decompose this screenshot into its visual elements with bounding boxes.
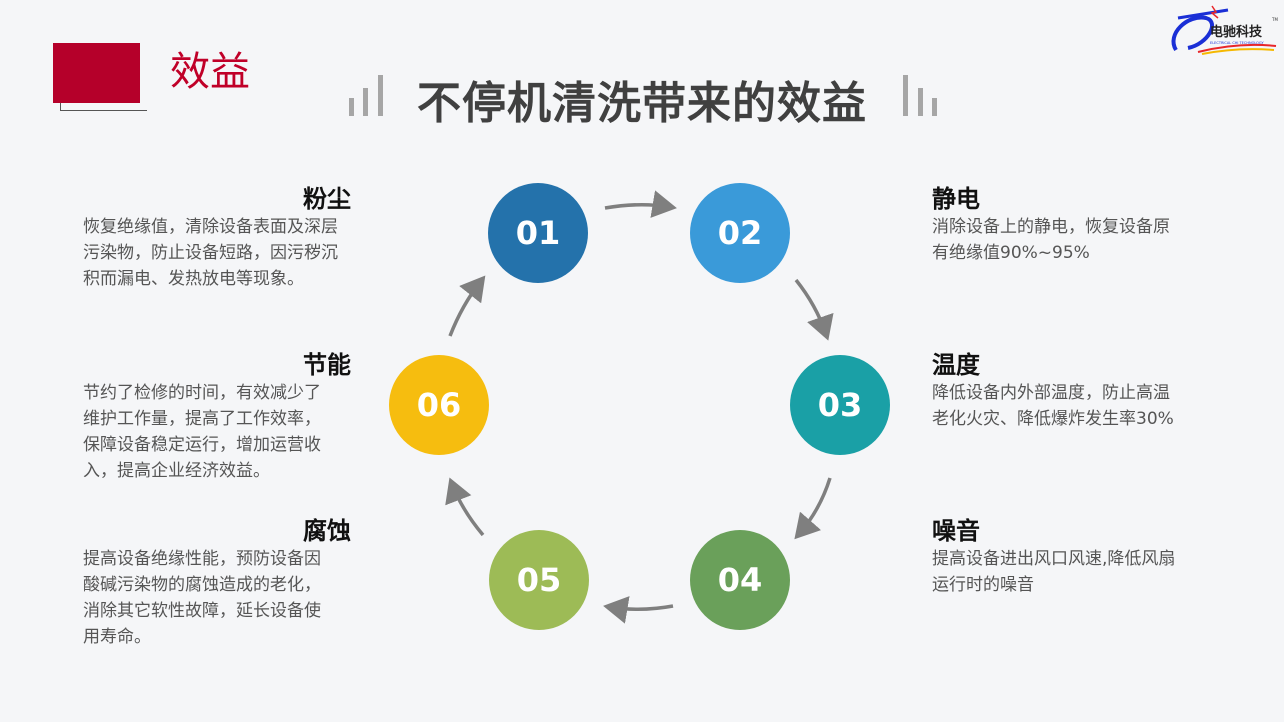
step-circle-02: 02 xyxy=(690,183,790,283)
step-circle-06: 06 xyxy=(389,355,489,455)
item-description: 恢复绝缘值，清除设备表面及深层 污染物，防止设备短路，因污秽沉 积而漏电、发热放… xyxy=(83,214,351,292)
item-description: 提高设备进出风口风速,降低风扇 运行时的噪音 xyxy=(932,546,1175,598)
step-circle-04: 04 xyxy=(690,530,790,630)
item-title: 粉尘 xyxy=(303,185,351,213)
title-bar-decoration xyxy=(378,75,383,116)
title-bar-decoration xyxy=(903,75,908,116)
item-description: 提高设备绝缘性能，预防设备因 酸碱污染物的腐蚀造成的老化， 消除其它软性故障，延… xyxy=(83,546,351,650)
item-static: 静电 消除设备上的静电，恢复设备原 有绝缘值90%~95% xyxy=(932,184,1170,266)
title-bar-decoration xyxy=(918,88,923,116)
step-circle-05: 05 xyxy=(489,530,589,630)
step-number: 03 xyxy=(817,386,863,424)
desc-line: 恢复绝缘值，清除设备表面及深层 xyxy=(83,217,338,237)
item-title: 温度 xyxy=(932,351,980,379)
section-label: 效益 xyxy=(170,49,250,95)
item-description: 消除设备上的静电，恢复设备原 有绝缘值90%~95% xyxy=(932,214,1170,266)
item-title: 腐蚀 xyxy=(303,517,351,545)
desc-line: 消除设备上的静电，恢复设备原 xyxy=(932,217,1170,237)
step-circle-03: 03 xyxy=(790,355,890,455)
step-number: 06 xyxy=(416,386,462,424)
desc-line: 消除其它软性故障，延长设备使 xyxy=(83,601,321,621)
step-circle-01: 01 xyxy=(488,183,588,283)
desc-line: 酸碱污染物的腐蚀造成的老化， xyxy=(83,575,321,595)
desc-line: 提高设备绝缘性能，预防设备因 xyxy=(83,549,321,569)
svg-text:TM: TM xyxy=(1271,17,1278,22)
desc-line: 节约了检修的时间，有效减少了 xyxy=(83,383,321,403)
desc-line: 入，提高企业经济效益。 xyxy=(83,461,270,481)
item-dust: 粉尘 恢复绝缘值，清除设备表面及深层 污染物，防止设备短路，因污秽沉 积而漏电、… xyxy=(83,184,351,292)
item-energy: 节能 节约了检修的时间，有效减少了 维护工作量，提高了工作效率， 保障设备稳定运… xyxy=(83,350,351,484)
desc-line: 污染物，防止设备短路，因污秽沉 xyxy=(83,243,338,263)
title-bar-decoration xyxy=(349,98,354,116)
page-title: 不停机清洗带来的效益 xyxy=(417,78,867,129)
arrow-05-06 xyxy=(445,477,485,537)
desc-line: 用寿命。 xyxy=(83,627,151,647)
item-temperature: 温度 降低设备内外部温度，防止高温 老化火灾、降低爆炸发生率30% xyxy=(932,350,1174,432)
desc-line: 维护工作量，提高了工作效率， xyxy=(83,409,321,429)
step-number: 02 xyxy=(717,214,763,252)
company-logo: 电驰科技 ELECTRICAL CHI TECHNOLOGY TM xyxy=(1168,4,1280,56)
desc-line: 积而漏电、发热放电等现象。 xyxy=(83,269,304,289)
item-title: 节能 xyxy=(303,351,351,379)
item-description: 降低设备内外部温度，防止高温 老化火灾、降低爆炸发生率30% xyxy=(932,380,1174,432)
title-bar-decoration xyxy=(363,88,368,116)
item-noise: 噪音 提高设备进出风口风速,降低风扇 运行时的噪音 xyxy=(932,516,1175,598)
item-title: 噪音 xyxy=(932,517,980,545)
arrow-03-04 xyxy=(794,477,832,540)
svg-text:ELECTRICAL CHI TECHNOLOGY: ELECTRICAL CHI TECHNOLOGY xyxy=(1210,41,1264,45)
step-number: 05 xyxy=(516,561,562,599)
arrow-02-03 xyxy=(794,278,834,341)
title-bar-decoration xyxy=(932,98,937,116)
arrow-06-01 xyxy=(448,275,486,337)
item-title: 静电 xyxy=(932,185,980,213)
step-number: 01 xyxy=(515,214,561,252)
desc-line: 有绝缘值90%~95% xyxy=(932,243,1090,263)
desc-line: 老化火灾、降低爆炸发生率30% xyxy=(932,409,1174,429)
desc-line: 保障设备稳定运行，增加运营收 xyxy=(83,435,321,455)
step-number: 04 xyxy=(717,561,763,599)
desc-line: 降低设备内外部温度，防止高温 xyxy=(932,383,1170,403)
item-description: 节约了检修的时间，有效减少了 维护工作量，提高了工作效率， 保障设备稳定运行，增… xyxy=(83,380,351,484)
desc-line: 提高设备进出风口风速,降低风扇 xyxy=(932,549,1176,569)
item-corrosion: 腐蚀 提高设备绝缘性能，预防设备因 酸碱污染物的腐蚀造成的老化， 消除其它软性故… xyxy=(83,516,351,650)
svg-text:电驰科技: 电驰科技 xyxy=(1210,24,1263,40)
arrow-04-05 xyxy=(603,596,674,624)
section-marker xyxy=(53,43,140,103)
arrow-01-02 xyxy=(604,190,677,218)
desc-line: 运行时的噪音 xyxy=(932,575,1034,595)
